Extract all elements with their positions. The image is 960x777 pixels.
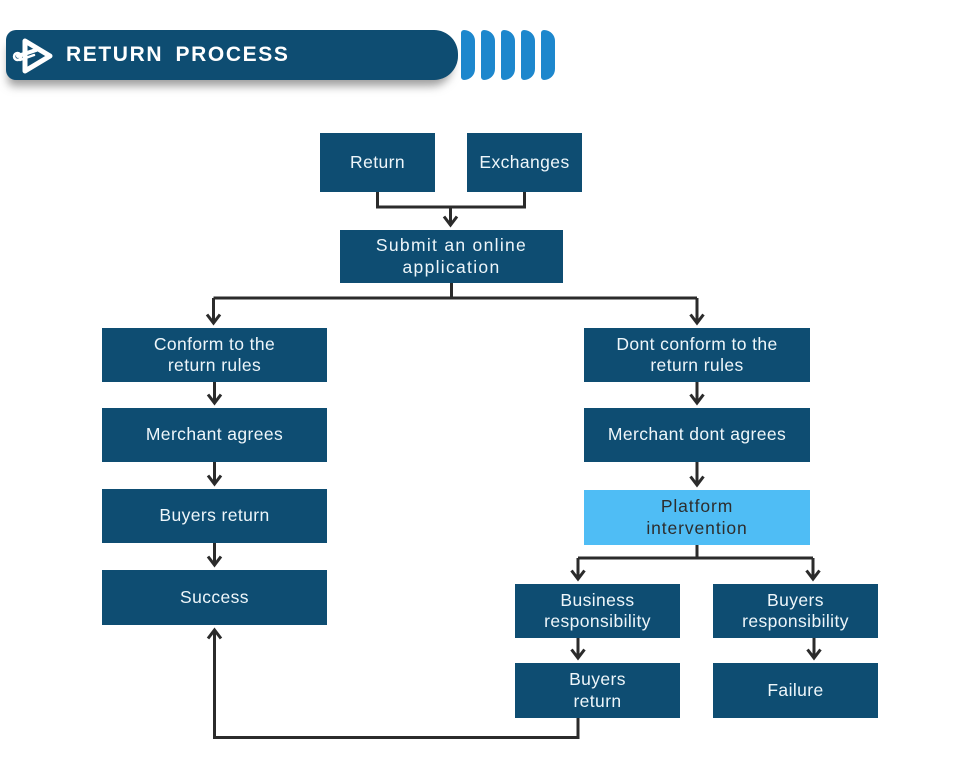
node-failure: Failure	[713, 663, 878, 718]
node-dont-conform-rules: Dont conform to the return rules	[584, 328, 810, 382]
node-merchant-agrees: Merchant agrees	[102, 408, 327, 462]
node-conform-rules: Conform to the return rules	[102, 328, 327, 382]
header-decoration-shape	[481, 30, 495, 80]
node-exchanges: Exchanges	[467, 133, 582, 192]
play-triangle-wrench-icon	[12, 38, 53, 74]
node-buyers-return-bottom: Buyers return	[515, 663, 680, 718]
connector-feedback-to-success	[206, 627, 580, 739]
header-decoration-shape	[521, 30, 535, 80]
connector-platform-split	[578, 545, 813, 560]
page-title: RETURN PROCESS	[66, 43, 290, 66]
node-buyers-responsibility: Buyers responsibility	[713, 584, 878, 638]
header-decorations	[461, 30, 555, 80]
header-decoration-shape	[541, 30, 555, 80]
node-buyers-return-left: Buyers return	[102, 489, 327, 543]
header-decoration-shape	[501, 30, 515, 80]
header-decoration-shape	[461, 30, 475, 80]
node-business-responsibility: Business responsibility	[515, 584, 680, 638]
connector-merge-top	[376, 192, 526, 209]
header-bar: RETURN PROCESS	[6, 30, 458, 80]
node-platform-intervention: Platform intervention	[584, 490, 810, 545]
node-submit-application: Submit an online application	[340, 230, 563, 283]
node-success: Success	[102, 570, 327, 625]
node-return: Return	[320, 133, 435, 192]
node-merchant-dont-agrees: Merchant dont agrees	[584, 408, 810, 462]
connector-submit-split	[213, 283, 697, 300]
